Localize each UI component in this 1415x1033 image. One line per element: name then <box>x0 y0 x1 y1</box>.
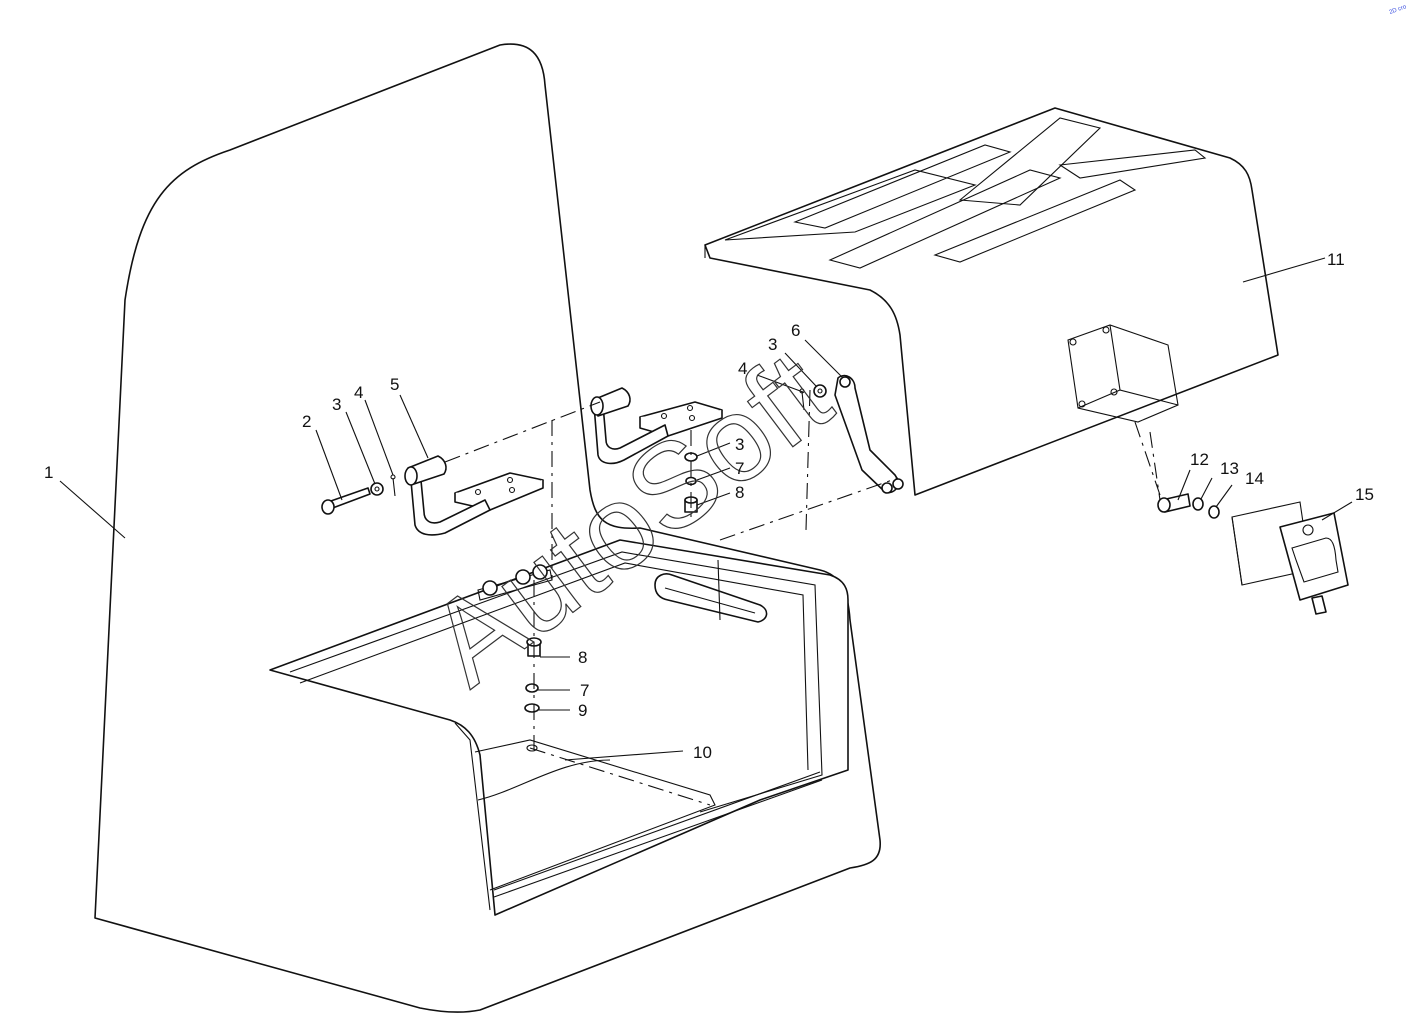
callout-5: 5 <box>390 375 399 394</box>
callout-1: 1 <box>44 463 53 482</box>
hardware-left <box>321 474 396 515</box>
callout-4: 4 <box>354 383 363 402</box>
leader-lines <box>59 257 1353 761</box>
callout-11: 11 <box>1327 250 1345 269</box>
callout-labels: 1 2 3 4 5 3 7 8 4 3 6 11 8 7 9 10 12 13 … <box>44 250 1374 762</box>
latch-assembly <box>1157 493 1349 615</box>
callout-2: 2 <box>302 412 311 431</box>
callout-7: 7 <box>735 459 744 478</box>
part-5-hinge-handle-left <box>404 455 544 536</box>
callout-13: 13 <box>1220 459 1239 478</box>
callout-10: 10 <box>693 743 712 762</box>
callout-3: 3 <box>735 435 744 454</box>
corner-mark: 2D cro <box>1389 4 1408 16</box>
part-11-top-cover <box>704 107 1279 496</box>
callout-14: 14 <box>1245 469 1264 488</box>
callout-15: 15 <box>1355 485 1374 504</box>
callout-3: 3 <box>768 335 777 354</box>
callout-6: 6 <box>791 321 800 340</box>
callout-8: 8 <box>735 483 744 502</box>
callout-4: 4 <box>738 359 747 378</box>
part-5-hinge-handle-right <box>590 387 723 465</box>
callout-12: 12 <box>1190 450 1209 469</box>
callout-9: 9 <box>578 701 587 720</box>
callout-8: 8 <box>578 648 587 667</box>
part-6-link-arm <box>834 374 904 494</box>
part-1-housing <box>94 43 881 1013</box>
callout-7: 7 <box>580 681 589 700</box>
callout-3: 3 <box>332 395 341 414</box>
assembly-lines <box>444 389 1161 806</box>
